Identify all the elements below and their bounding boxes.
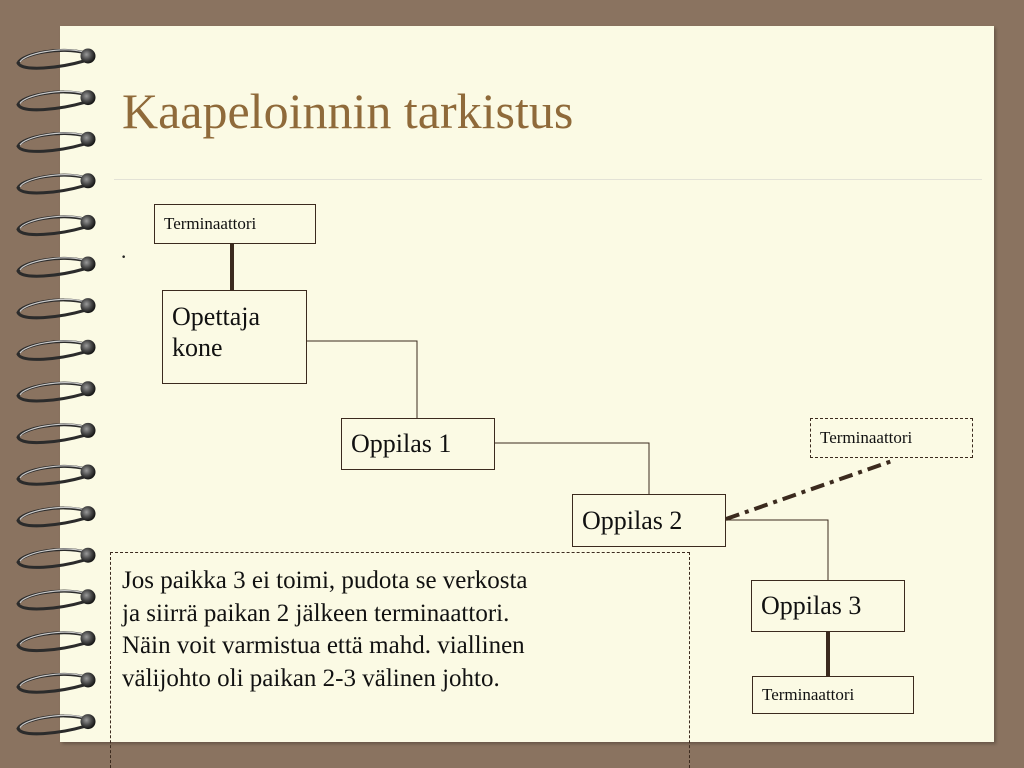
spiral-binding <box>16 48 96 736</box>
cable-student2-student3 <box>726 519 829 580</box>
spiral-binding-ring-icon <box>16 506 96 528</box>
teacher-label-line1: Opettaja <box>172 302 261 331</box>
spiral-binding-ring-icon <box>16 173 96 195</box>
spiral-binding-ring-icon <box>16 256 96 278</box>
spiral-binding-ring-icon <box>16 214 96 237</box>
spiral-binding-ring-icon <box>16 464 96 486</box>
note-line: välijohto oli paikan 2-3 välinen johto. <box>122 664 500 692</box>
terminator-dashed-link <box>725 459 893 521</box>
terminator-top: Terminaattori <box>154 204 316 244</box>
student-2: Oppilas 2 <box>572 494 726 547</box>
instruction-note: Jos paikka 3 ei toimi, pudota se verkost… <box>110 552 690 768</box>
spiral-binding-ring-icon <box>16 298 96 320</box>
terminator-bottom: Terminaattori <box>752 676 914 714</box>
spiral-binding-ring-icon <box>16 589 96 611</box>
spiral-binding-ring-icon <box>16 381 96 403</box>
spiral-binding-ring-icon <box>16 630 96 653</box>
spiral-binding-ring-icon <box>16 672 96 694</box>
note-line: Jos paikka 3 ei toimi, pudota se verkost… <box>122 567 528 594</box>
spiral-binding-ring-icon <box>16 714 96 736</box>
spiral-binding-ring-icon <box>16 339 96 361</box>
spiral-binding-ring-icon <box>16 422 96 445</box>
student-3: Oppilas 3 <box>751 580 905 632</box>
spiral-binding-ring-icon <box>16 90 96 112</box>
terminator-dashed: Terminaattori <box>810 418 973 458</box>
cable-student1-student2 <box>495 442 650 494</box>
note-line: ja siirrä paikan 2 jälkeen terminaattori… <box>122 599 510 627</box>
title-divider <box>114 179 982 180</box>
cable-teacher-student1 <box>307 340 418 418</box>
student-1: Oppilas 1 <box>341 418 495 470</box>
spiral-binding-ring-icon <box>16 547 96 569</box>
teacher-computer: Opettaja kone <box>162 290 307 384</box>
slide-title: Kaapeloinnin tarkistus <box>122 83 574 139</box>
teacher-label-line2: kone <box>172 333 223 363</box>
spiral-binding-ring-icon <box>16 48 96 70</box>
bullet-marker: · <box>120 244 128 269</box>
note-line: Näin voit varmistua että mahd. viallinen <box>122 632 525 659</box>
spiral-binding-ring-icon <box>16 131 96 153</box>
